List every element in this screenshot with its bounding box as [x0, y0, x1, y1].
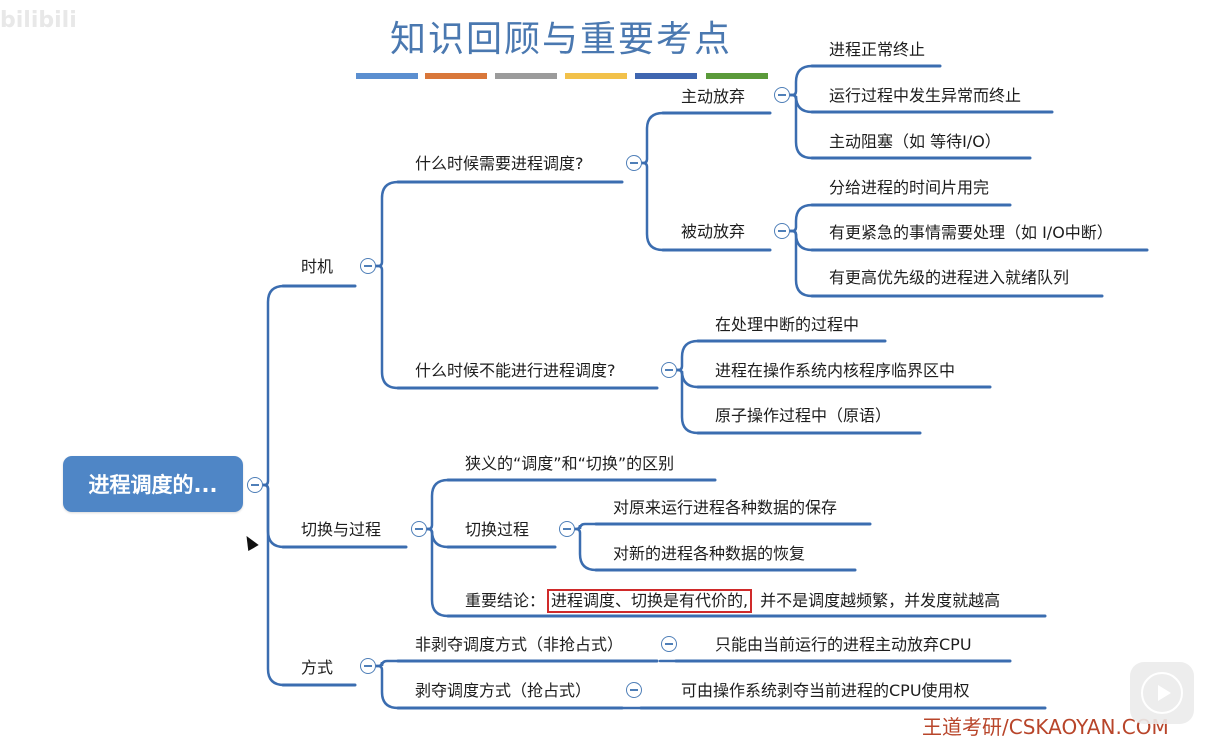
connector-22 — [788, 229, 814, 252]
color-bar-2 — [425, 73, 487, 79]
collapse-icon-preemptive[interactable] — [626, 682, 642, 698]
leaf-passive-3[interactable]: 有更高优先级的进程进入就绪队列 — [829, 268, 1070, 287]
connector-15 — [788, 64, 814, 97]
leaf-when-not-3[interactable]: 原子操作过程中（原语） — [715, 406, 892, 425]
connector-21 — [788, 203, 814, 233]
leaf-preemptive[interactable]: 可由操作系统剥夺当前进程的CPU使用权 — [681, 681, 970, 700]
node-conclusion[interactable]: 重要结论：进程调度、切换是有代价的, 并不是调度越频繁，并发度就越高 — [465, 589, 1000, 613]
connector-2 — [260, 483, 285, 549]
collapse-icon-switching[interactable] — [411, 521, 427, 537]
connector-11 — [639, 111, 665, 165]
connector-7 — [374, 180, 400, 268]
connector-17 — [788, 93, 814, 160]
node-switch-process[interactable]: 切换过程 — [465, 520, 530, 539]
collapse-icon-nonpreemptive[interactable] — [661, 636, 677, 652]
leaf-switch-2[interactable]: 对新的进程各种数据的恢复 — [613, 544, 806, 563]
color-bar-4 — [565, 73, 627, 79]
leaf-when-not-1[interactable]: 在处理中断的过程中 — [715, 315, 860, 334]
leaf-active-1[interactable]: 进程正常终止 — [829, 40, 926, 59]
connector-44 — [374, 664, 400, 710]
node-difference[interactable]: 狭义的“调度”和“切换”的区别 — [465, 454, 675, 473]
node-passive-give-up[interactable]: 被动放弃 — [681, 222, 746, 241]
connector-34 — [424, 527, 450, 549]
color-bar-6 — [706, 73, 768, 79]
node-active-give-up[interactable]: 主动放弃 — [681, 87, 746, 106]
leaf-nonpreemptive[interactable]: 只能由当前运行的进程主动放弃CPU — [715, 635, 972, 654]
connector-12 — [639, 161, 665, 252]
connector-16 — [788, 93, 814, 114]
root-label: 进程调度的... — [88, 473, 218, 497]
leaf-switch-1[interactable]: 对原来运行进程各种数据的保存 — [613, 498, 838, 517]
node-mode[interactable]: 方式 — [301, 658, 334, 677]
root-node[interactable]: 进程调度的... — [63, 456, 243, 512]
collapse-icon-switch-process[interactable] — [559, 521, 575, 537]
bilibili-logo: bilibili — [0, 8, 77, 33]
conclusion-suffix: 并不是调度越频繁，并发度就越高 — [760, 591, 1001, 610]
node-timing[interactable]: 时机 — [301, 257, 334, 276]
connector-3 — [260, 483, 285, 687]
color-bar-3 — [495, 73, 557, 79]
color-bar-5 — [635, 73, 697, 79]
leaf-active-2[interactable]: 运行过程中发生异常而终止 — [829, 86, 1022, 105]
collapse-icon-active[interactable] — [774, 87, 790, 103]
conclusion-prefix: 重要结论： — [465, 591, 546, 610]
page-title: 知识回顾与重要考点 — [390, 19, 733, 60]
connector-23 — [788, 229, 814, 298]
leaf-passive-2[interactable]: 有更紧急的事情需要处理（如 I/O中断） — [829, 223, 1113, 242]
connector-29 — [674, 368, 700, 435]
node-when-needed[interactable]: 什么时候需要进程调度? — [415, 154, 584, 173]
collapse-icon-mode[interactable] — [360, 658, 376, 674]
connector-35 — [424, 527, 450, 618]
connector-27 — [674, 339, 700, 372]
color-bar-1 — [356, 73, 418, 79]
play-icon — [1141, 672, 1183, 714]
connector-40 — [572, 527, 598, 572]
connector-1 — [260, 284, 285, 487]
collapse-icon-when-needed[interactable] — [626, 155, 642, 171]
node-preemptive[interactable]: 剥夺调度方式（抢占式） — [415, 681, 592, 700]
collapse-icon-when-not[interactable] — [661, 362, 677, 378]
node-nonpreemptive[interactable]: 非剥夺调度方式（非抢占式） — [415, 635, 624, 654]
node-when-not[interactable]: 什么时候不能进行进程调度? — [415, 361, 616, 380]
conclusion-highlight: 进程调度、切换是有代价的, — [547, 589, 753, 613]
connector-8 — [374, 264, 400, 390]
node-switching[interactable]: 切换与过程 — [301, 520, 382, 539]
connector-33 — [424, 478, 450, 531]
leaf-passive-1[interactable]: 分给进程的时间片用完 — [829, 178, 990, 197]
collapse-icon-root[interactable] — [247, 477, 263, 493]
play-badge[interactable] — [1130, 662, 1194, 724]
connector-28 — [674, 368, 700, 389]
leaf-active-3[interactable]: 主动阻塞（如 等待I/O） — [829, 132, 1001, 151]
collapse-icon-passive[interactable] — [774, 223, 790, 239]
leaf-when-not-2[interactable]: 进程在操作系统内核程序临界区中 — [715, 361, 956, 380]
collapse-icon-timing[interactable] — [360, 258, 376, 274]
